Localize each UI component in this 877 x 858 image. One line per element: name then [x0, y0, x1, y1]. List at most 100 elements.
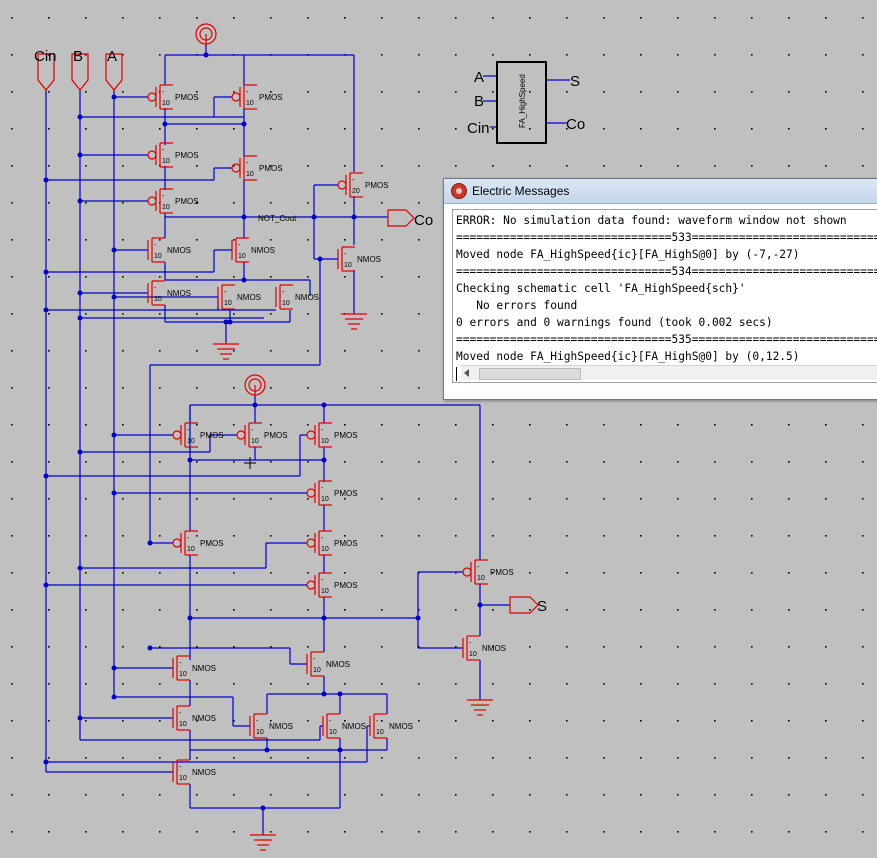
transistor-width-label: 10 [162, 158, 170, 165]
nmos-transistor[interactable] [369, 713, 387, 739]
port-cin[interactable] [37, 53, 55, 91]
pmos-transistor[interactable] [306, 480, 332, 506]
pmos-transistor[interactable] [147, 188, 173, 214]
ground-symbol-1[interactable] [213, 342, 239, 360]
nmos-transistor[interactable] [147, 280, 165, 306]
transistor-dash: - [154, 285, 157, 292]
transistor-type-label: NMOS [357, 255, 381, 264]
ground-symbol-4[interactable] [250, 834, 276, 851]
transistor-type-label: NMOS [251, 246, 275, 255]
transistor-width-label: 10 [469, 651, 477, 658]
transistor-dash: - [246, 89, 249, 96]
fa-highspeed-icon-instance[interactable]: FA_HighSpeed A B Cin S Co [467, 61, 585, 144]
scrollbar-thumb[interactable] [479, 368, 581, 380]
transistor-dash: - [187, 535, 190, 542]
pmos-transistor[interactable] [236, 422, 262, 448]
transistor-width-label: 10 [187, 546, 195, 553]
transistor-width-label: 10 [313, 667, 321, 674]
wires[interactable] [45, 45, 570, 835]
label-b: B [73, 48, 83, 65]
messages-text-area[interactable]: ERROR: No simulation data found: wavefor… [452, 209, 877, 383]
port-co[interactable] [387, 209, 415, 227]
message-line: Moved node FA_HighSpeed{ic}[FA_HighS@0] … [456, 248, 800, 261]
transistor-type-label: NMOS [237, 293, 261, 302]
messages-window-titlebar[interactable]: Electric Messages [444, 179, 877, 204]
port-s[interactable] [509, 596, 539, 614]
transistor-width-label: 10 [187, 438, 195, 445]
nmos-transistor[interactable] [462, 635, 480, 661]
ground-symbol-2[interactable] [341, 313, 367, 330]
message-line: Checking schematic cell 'FA_HighSpeed{sc… [456, 282, 746, 295]
transistor-type-label: PMOS [175, 93, 199, 102]
net-label-not-cout: NOT_Cout [258, 214, 297, 223]
nmos-transistor[interactable] [322, 713, 340, 739]
nmos-transistor[interactable] [231, 237, 249, 263]
pmos-transistor[interactable] [172, 422, 198, 448]
nmos-transistor[interactable] [337, 246, 355, 272]
scroll-left-icon[interactable] [464, 369, 469, 377]
transistor-dash: - [179, 660, 182, 667]
messages-window[interactable]: Electric Messages ERROR: No simulation d… [443, 178, 877, 400]
message-line: ================================535=====… [456, 333, 877, 346]
label-s: S [537, 598, 547, 615]
nmos-transistor[interactable] [147, 237, 165, 263]
transistor-type-label: PMOS [334, 581, 358, 590]
transistor-width-label: 10 [154, 253, 162, 260]
pmos-transistor[interactable] [306, 422, 332, 448]
port-b[interactable] [71, 53, 89, 91]
transistor-type-label: NMOS [295, 293, 319, 302]
nmos-transistor[interactable] [306, 651, 324, 677]
transistor-type-label: PMOS [175, 151, 199, 160]
nmos-transistor[interactable] [275, 284, 293, 310]
transistor-type-label: PMOS [175, 197, 199, 206]
transistor-width-label: 10 [344, 262, 352, 269]
vdd-symbol-top[interactable] [195, 23, 217, 45]
pmos-transistor[interactable] [231, 84, 257, 110]
nmos-transistor[interactable] [172, 655, 190, 681]
transistor-width-label: 10 [376, 729, 384, 736]
transistor-type-label: NMOS [167, 289, 191, 298]
pmos-transistor[interactable] [306, 572, 332, 598]
transistors[interactable]: -10PMOS-10PMOS-10PMOS-10PMOS-10PMOS-20PM… [147, 84, 514, 785]
icon-pin-a: A [474, 69, 484, 86]
label-co: Co [414, 212, 433, 229]
label-a: A [107, 48, 117, 65]
transistor-type-label: NMOS [389, 722, 413, 731]
icon-title: FA_HighSpeed [518, 74, 527, 128]
vdd-symbol-bottom[interactable] [244, 374, 266, 396]
nmos-transistor[interactable] [249, 713, 267, 739]
pmos-transistor[interactable] [147, 142, 173, 168]
transistor-width-label: 10 [162, 100, 170, 107]
ground-symbol-3[interactable] [467, 699, 493, 716]
transistor-width-label: 10 [321, 546, 329, 553]
nmos-transistor[interactable] [172, 705, 190, 731]
port-a[interactable] [105, 53, 123, 91]
transistor-width-label: 10 [154, 296, 162, 303]
electric-app-icon [451, 183, 467, 199]
transistor-width-label: 10 [179, 775, 187, 782]
pmos-transistor[interactable] [147, 84, 173, 110]
transistor-width-label: 10 [329, 729, 337, 736]
pmos-transistor[interactable] [337, 172, 363, 198]
transistor-dash: - [321, 577, 324, 584]
nmos-transistor[interactable] [172, 759, 190, 785]
transistor-dash: - [238, 242, 241, 249]
transistor-type-label: PMOS [334, 489, 358, 498]
pmos-transistor[interactable] [172, 530, 198, 556]
label-cin: Cin [34, 48, 57, 65]
nmos-transistor[interactable] [217, 284, 235, 310]
transistor-dash: - [477, 564, 480, 571]
horizontal-scrollbar[interactable] [461, 365, 877, 380]
pmos-transistor[interactable] [231, 155, 257, 181]
message-line: ERROR: No simulation data found: wavefor… [456, 214, 847, 227]
pmos-transistor[interactable] [306, 530, 332, 556]
transistor-dash: - [179, 764, 182, 771]
transistor-type-label: NMOS [269, 722, 293, 731]
transistor-dash: - [352, 177, 355, 184]
pmos-transistor[interactable] [462, 559, 488, 585]
transistor-type-label: NMOS [192, 714, 216, 723]
transistor-width-label: 20 [352, 188, 360, 195]
transistor-dash: - [246, 160, 249, 167]
